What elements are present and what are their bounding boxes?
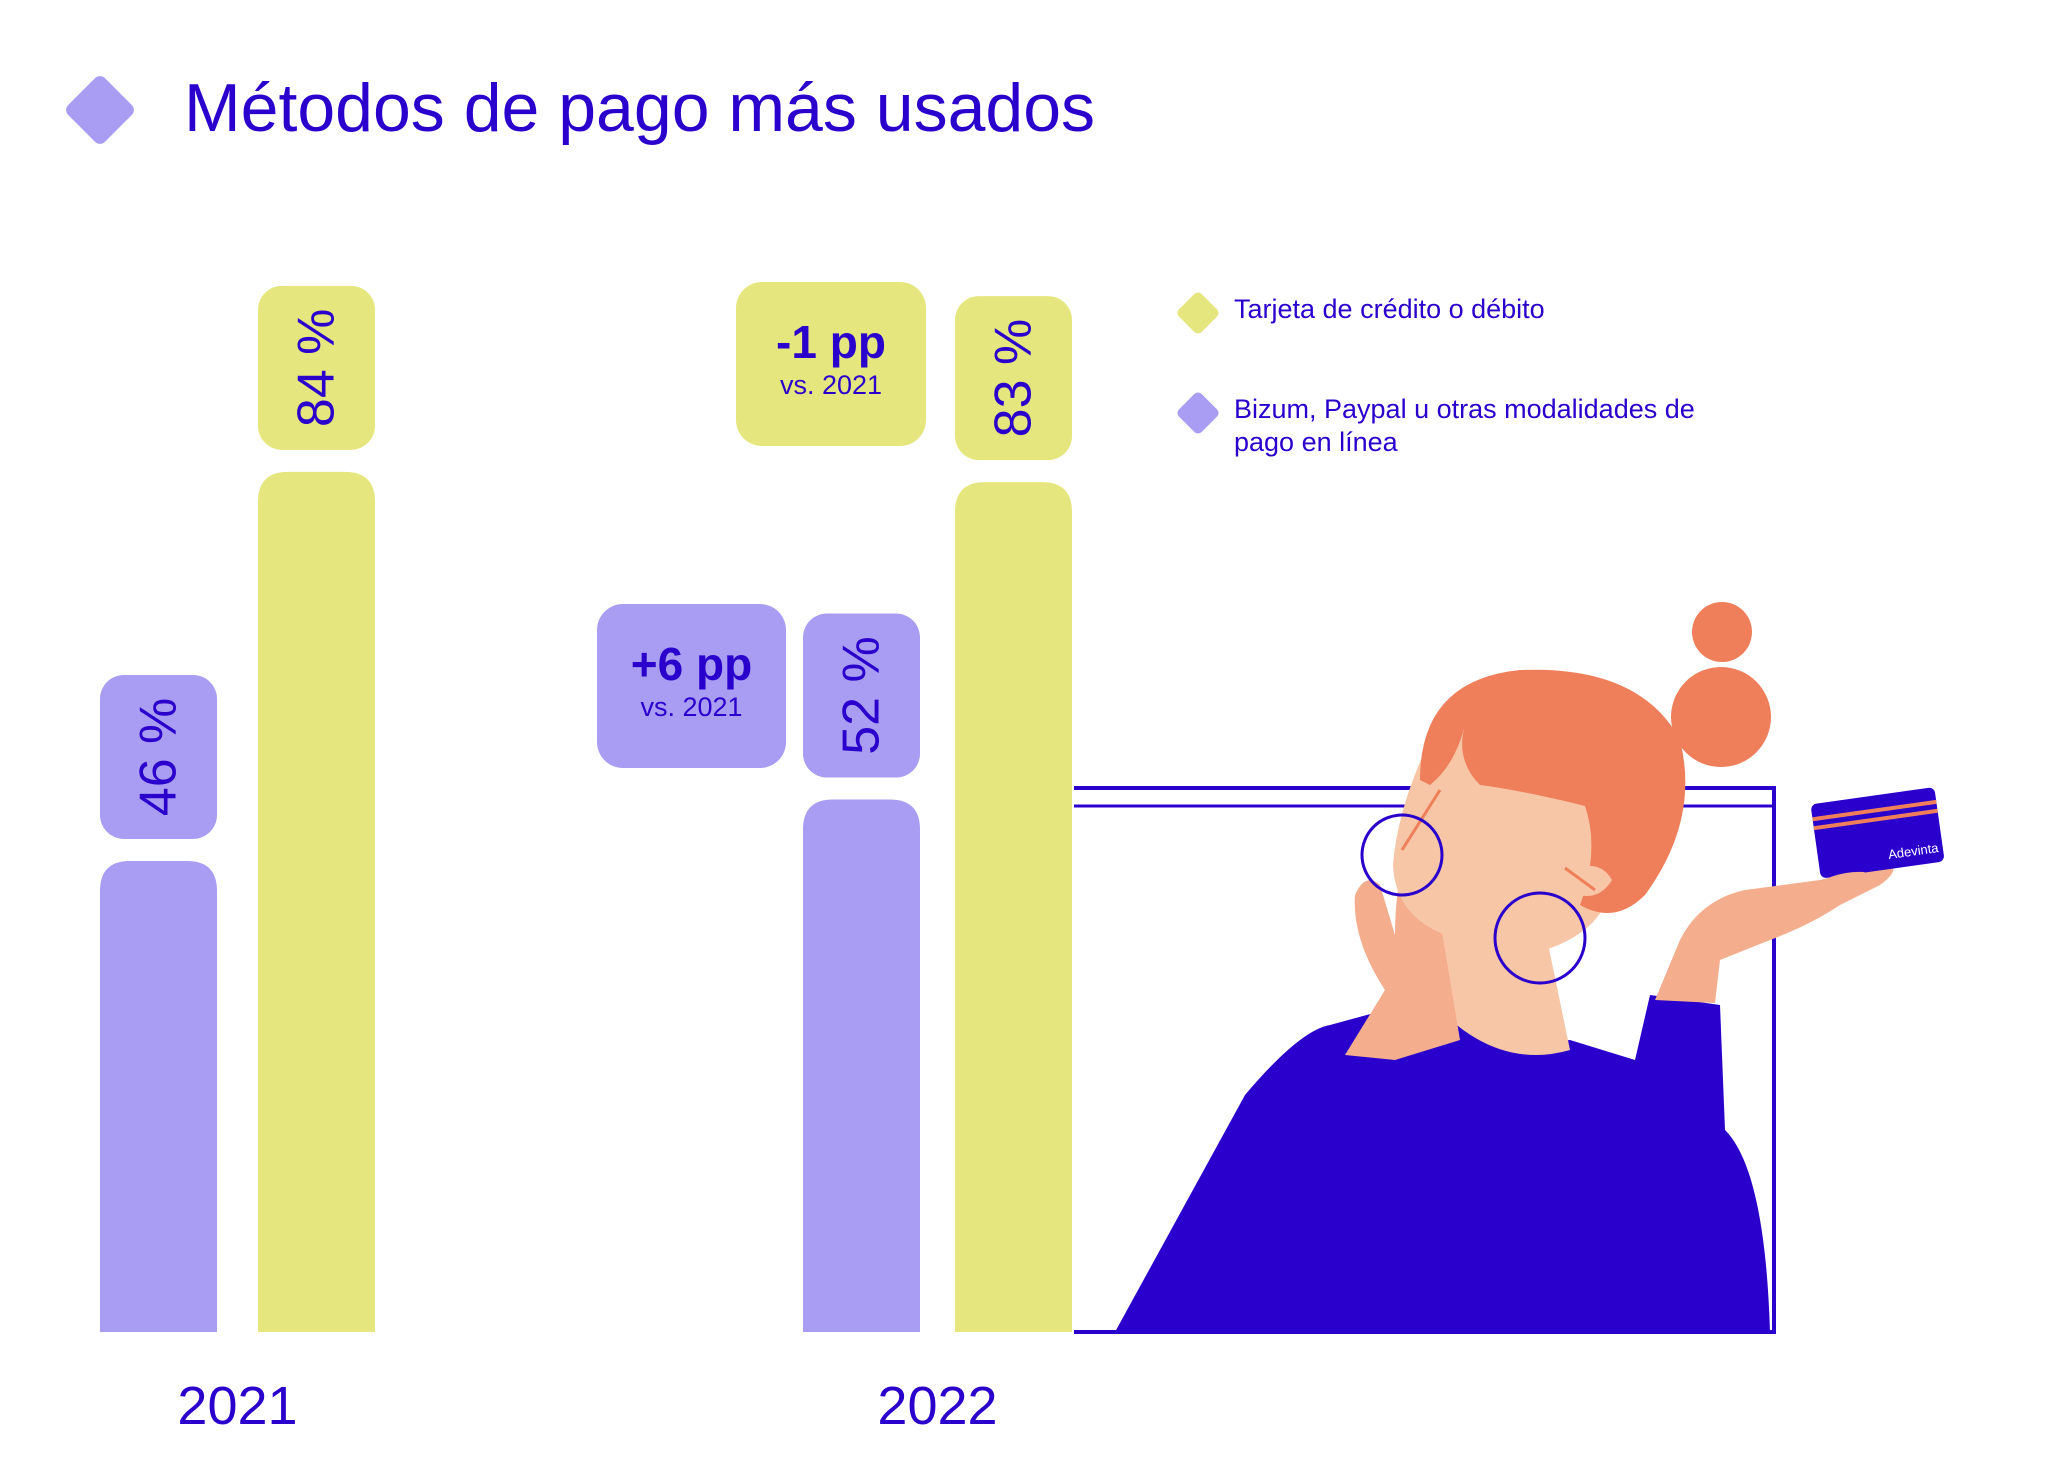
bar-online-2021 — [100, 860, 217, 1332]
category-label-2022: 2022 — [877, 1376, 997, 1436]
bar-online-2022 — [803, 799, 920, 1332]
card-brand-label: Adevinta — [1887, 840, 1940, 862]
online-change-value: +6 pp — [630, 638, 753, 690]
legend-card-label: Tarjeta de crédito o débito — [1234, 294, 1545, 324]
legend-card: Tarjeta de crédito o débito — [1175, 290, 1704, 336]
value-pill-online-2022 — [803, 613, 920, 778]
legend-online: Bizum, Paypal u otras modalidades de pag… — [1175, 390, 1704, 459]
online-change-badge: +6 pp vs. 2021 — [597, 604, 786, 768]
value-label-card-2021: 84 % — [288, 309, 346, 428]
category-label-2021: 2021 — [177, 1376, 297, 1436]
bar-card-2021 — [258, 471, 375, 1333]
online-change-note: vs. 2021 — [640, 692, 743, 722]
legend-online-label: Bizum, Paypal u otras modalidades de pag… — [1234, 394, 1695, 457]
page-title: Métodos de pago más usados — [184, 70, 1096, 146]
value-label-online-2021: 46 % — [130, 698, 188, 817]
value-pill-online-2021 — [100, 674, 217, 839]
value-label-card-2022: 83 % — [985, 319, 1043, 438]
card-change-note: vs. 2021 — [779, 370, 883, 400]
card-change-value: -1 pp — [776, 316, 886, 368]
bar-card-2022 — [955, 482, 1072, 1333]
legend-card-diamond-icon — [1175, 290, 1221, 336]
value-label-online-2022: 52 % — [833, 636, 891, 755]
person-holding-card-icon: Adevinta — [1074, 602, 1944, 1334]
card-change-badge: -1 pp vs. 2021 — [736, 282, 926, 446]
value-pill-card-2022 — [955, 296, 1072, 461]
value-pill-card-2021 — [258, 285, 375, 450]
legend-online-diamond-icon — [1175, 390, 1221, 436]
